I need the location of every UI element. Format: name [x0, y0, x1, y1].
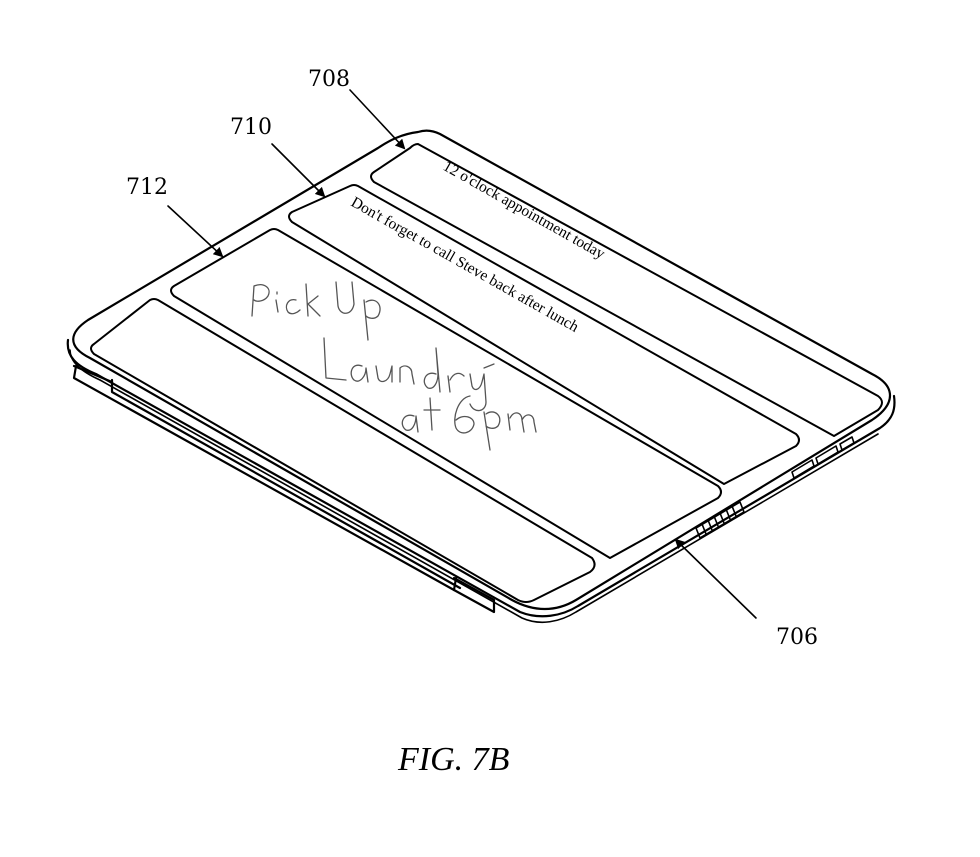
flap-bottom-panel	[90, 298, 596, 603]
figure-caption: FIG. 7B	[397, 741, 510, 778]
flap-710-panel	[288, 184, 800, 485]
ref-710: 710	[230, 115, 272, 140]
flap-708-panel	[370, 143, 883, 437]
flap-712-panel	[170, 228, 722, 559]
handwritten-note	[251, 281, 537, 451]
leader-arrows	[167, 89, 757, 619]
side-buttons	[791, 436, 855, 479]
tablet-device	[66, 338, 896, 624]
cover-outline	[72, 129, 891, 610]
ref-706: 706	[776, 625, 818, 650]
ref-712: 712	[126, 175, 168, 200]
speaker-grille	[695, 501, 745, 539]
ref-708: 708	[308, 67, 350, 92]
